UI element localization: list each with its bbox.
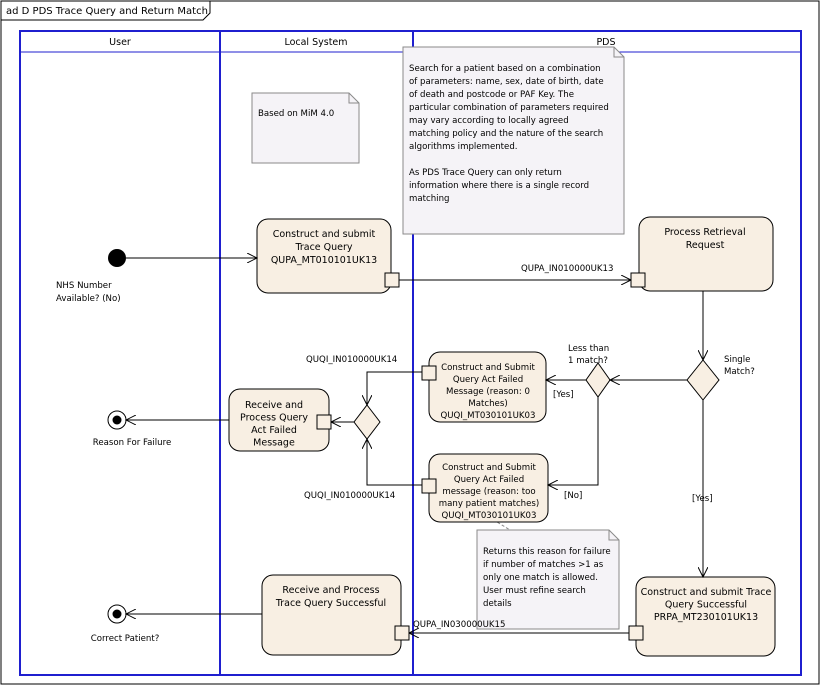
text-line: Match?	[724, 367, 755, 377]
label-quqi-bottom: QUQI_IN010000UK14	[304, 491, 395, 501]
text-line: Single	[724, 355, 750, 365]
text-line: information where there is a single reco…	[409, 181, 589, 191]
text-line: Process Retrieval	[664, 227, 745, 238]
text-line: of parameters: name, sex, date of birth,…	[409, 77, 604, 87]
text-line: Construct and submit	[273, 229, 376, 240]
text-line: Construct and Submit	[442, 463, 536, 473]
text-line: Query Successful	[665, 600, 747, 611]
note-search: Search for a patient based on a combinat…	[402, 46, 625, 235]
text-line: algorithms implemented.	[409, 142, 518, 152]
pin-construct-out	[384, 272, 400, 288]
text-line: matching policy and the nature of the se…	[409, 129, 603, 139]
pin-receive-failed-in	[316, 414, 332, 430]
swimlane-frame	[19, 30, 802, 676]
text-line: QUQI_MT030101UK03	[441, 411, 536, 421]
label-yes-single: [Yes]	[692, 494, 713, 504]
text-line: Query Act Failed	[454, 475, 524, 485]
note-mim-text: Based on MiM 4.0	[258, 109, 334, 119]
text-line: Less than	[568, 344, 609, 354]
final-node-failure	[107, 410, 127, 430]
text-line: may vary according to locally agreed	[409, 116, 569, 126]
label-qupa-in: QUPA_IN010000UK13	[521, 264, 614, 274]
text-line: Construct and submit Trace	[641, 587, 772, 598]
flow-many-to-merge	[367, 439, 429, 486]
text-line: Available? (No)	[56, 294, 121, 304]
final-failure-label: Reason For Failure	[93, 438, 171, 448]
final-node-success	[107, 604, 127, 624]
text-line: message (reason: too	[442, 487, 535, 497]
label-yes-less: [Yes]	[553, 390, 574, 400]
label-quqi-top: QUQI_IN010000UK14	[306, 355, 397, 365]
flow-zero-to-merge	[367, 371, 429, 405]
diagram-title: ad D PDS Trace Query and Return Match	[6, 6, 208, 17]
text-line: Returns this reason for failure	[483, 547, 611, 557]
final-success-label: Correct Patient?	[91, 634, 160, 644]
title-tab	[1, 1, 211, 21]
text-line: Matches)	[468, 399, 507, 409]
label-qupa-out: QUPA_IN030000UK15	[413, 620, 506, 630]
text-line: Trace Query Successful	[275, 598, 386, 609]
flow-less-no	[548, 397, 599, 485]
note-failure-text: Returns this reason for failure if number…	[483, 547, 611, 609]
text-line: only one match is allowed.	[483, 573, 598, 583]
text-line: Query Act Failed	[453, 375, 523, 385]
text-line: Act Failed	[251, 425, 297, 436]
text-line: Process Query	[240, 413, 308, 424]
text-line: Receive and Process	[282, 585, 379, 596]
text-line: matching	[409, 194, 449, 204]
text-line: of death and postcode or PAF Key. The	[409, 90, 574, 100]
text-line: Message (reason: 0	[446, 387, 530, 397]
pin-failed-zero-out	[421, 365, 437, 381]
text-line: if number of matches >1 as	[483, 560, 604, 570]
lane-user-label: User	[109, 37, 131, 48]
text-line: many patient matches)	[439, 499, 540, 509]
text-line: Construct and Submit	[441, 363, 535, 373]
note-mim: Based on MiM 4.0	[251, 92, 360, 164]
pin-failed-many-out	[421, 478, 437, 494]
label-no-less: [No]	[564, 491, 582, 501]
lane-local-label: Local System	[284, 37, 347, 48]
text-line: Request	[686, 240, 725, 251]
text-line: PRPA_MT230101UK13	[654, 612, 758, 623]
pin-construct-success-out	[628, 625, 644, 641]
note-failure: Returns this reason for failure if number…	[476, 529, 620, 630]
text-line: Search for a patient based on a combinat…	[409, 64, 601, 74]
text-line: 1 match?	[568, 356, 608, 366]
text-line: Trace Query	[294, 242, 352, 253]
pin-process-in	[630, 272, 646, 288]
lane-pds-label: PDS	[596, 37, 615, 48]
text-line: QUQI_MT030101UK03	[442, 511, 537, 521]
text-line: Receive and	[245, 400, 303, 411]
text-line: particular combination of parameters req…	[409, 103, 609, 113]
text-line: As PDS Trace Query can only return	[409, 168, 562, 178]
text-line: details	[483, 599, 512, 609]
initial-node	[108, 249, 126, 267]
text-line: NHS Number	[56, 281, 112, 291]
label-less-than-one: Less than 1 match?	[568, 344, 609, 366]
pin-receive-success-in	[394, 625, 410, 641]
note-anchor-line	[488, 516, 511, 531]
text-line: QUPA_MT010101UK13	[271, 255, 377, 266]
note-search-text: Search for a patient based on a combinat…	[409, 64, 609, 204]
text-line: User must refine search	[483, 586, 586, 596]
text-line: Message	[253, 438, 295, 449]
